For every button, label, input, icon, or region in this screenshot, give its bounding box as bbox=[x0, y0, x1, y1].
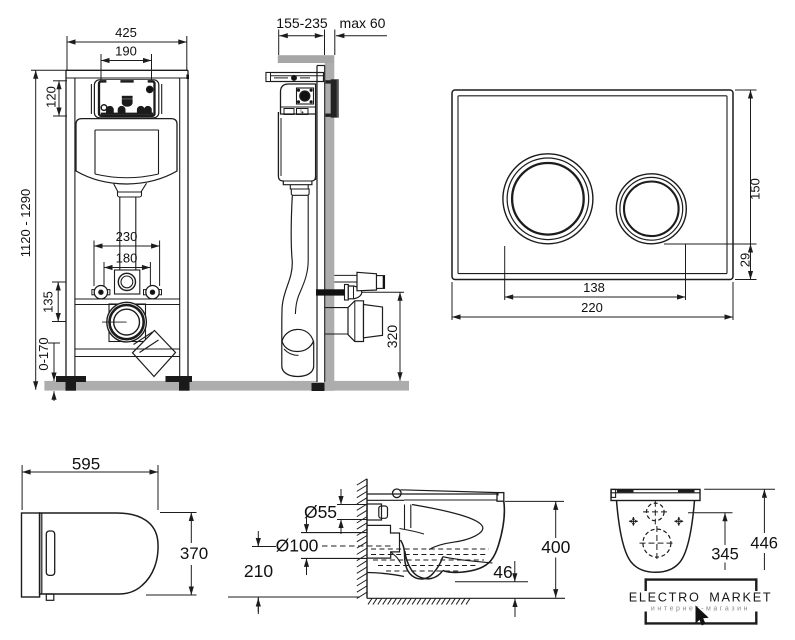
svg-text:Ø55: Ø55 bbox=[304, 502, 337, 522]
svg-text:220: 220 bbox=[581, 300, 603, 315]
svg-text:138: 138 bbox=[583, 280, 605, 295]
svg-text:150: 150 bbox=[748, 178, 763, 200]
svg-text:ELECTRO MARKET: ELECTRO MARKET bbox=[629, 591, 773, 605]
svg-text:370: 370 bbox=[180, 544, 208, 563]
svg-text:135: 135 bbox=[41, 291, 56, 313]
svg-text:46: 46 bbox=[493, 562, 512, 582]
svg-text:230: 230 bbox=[116, 229, 138, 244]
svg-text:155-235: 155-235 bbox=[276, 15, 328, 31]
svg-text:425: 425 bbox=[115, 25, 137, 40]
svg-text:210: 210 bbox=[244, 561, 273, 581]
svg-text:190: 190 bbox=[115, 44, 137, 59]
svg-text:↳: ↳ bbox=[299, 109, 304, 116]
svg-text:0-170: 0-170 bbox=[36, 337, 51, 370]
svg-text:1120 - 1290: 1120 - 1290 bbox=[18, 189, 33, 257]
svg-text:446: 446 bbox=[750, 535, 778, 553]
svg-text:180: 180 bbox=[116, 251, 138, 266]
svg-text:595: 595 bbox=[72, 455, 100, 474]
svg-text:120: 120 bbox=[43, 86, 58, 108]
svg-text:Ø100: Ø100 bbox=[276, 536, 319, 556]
svg-text:320: 320 bbox=[384, 325, 400, 349]
svg-text:29: 29 bbox=[738, 253, 753, 267]
svg-text:max 60: max 60 bbox=[340, 15, 386, 31]
svg-text:400: 400 bbox=[541, 537, 570, 557]
svg-text:345: 345 bbox=[711, 546, 739, 564]
